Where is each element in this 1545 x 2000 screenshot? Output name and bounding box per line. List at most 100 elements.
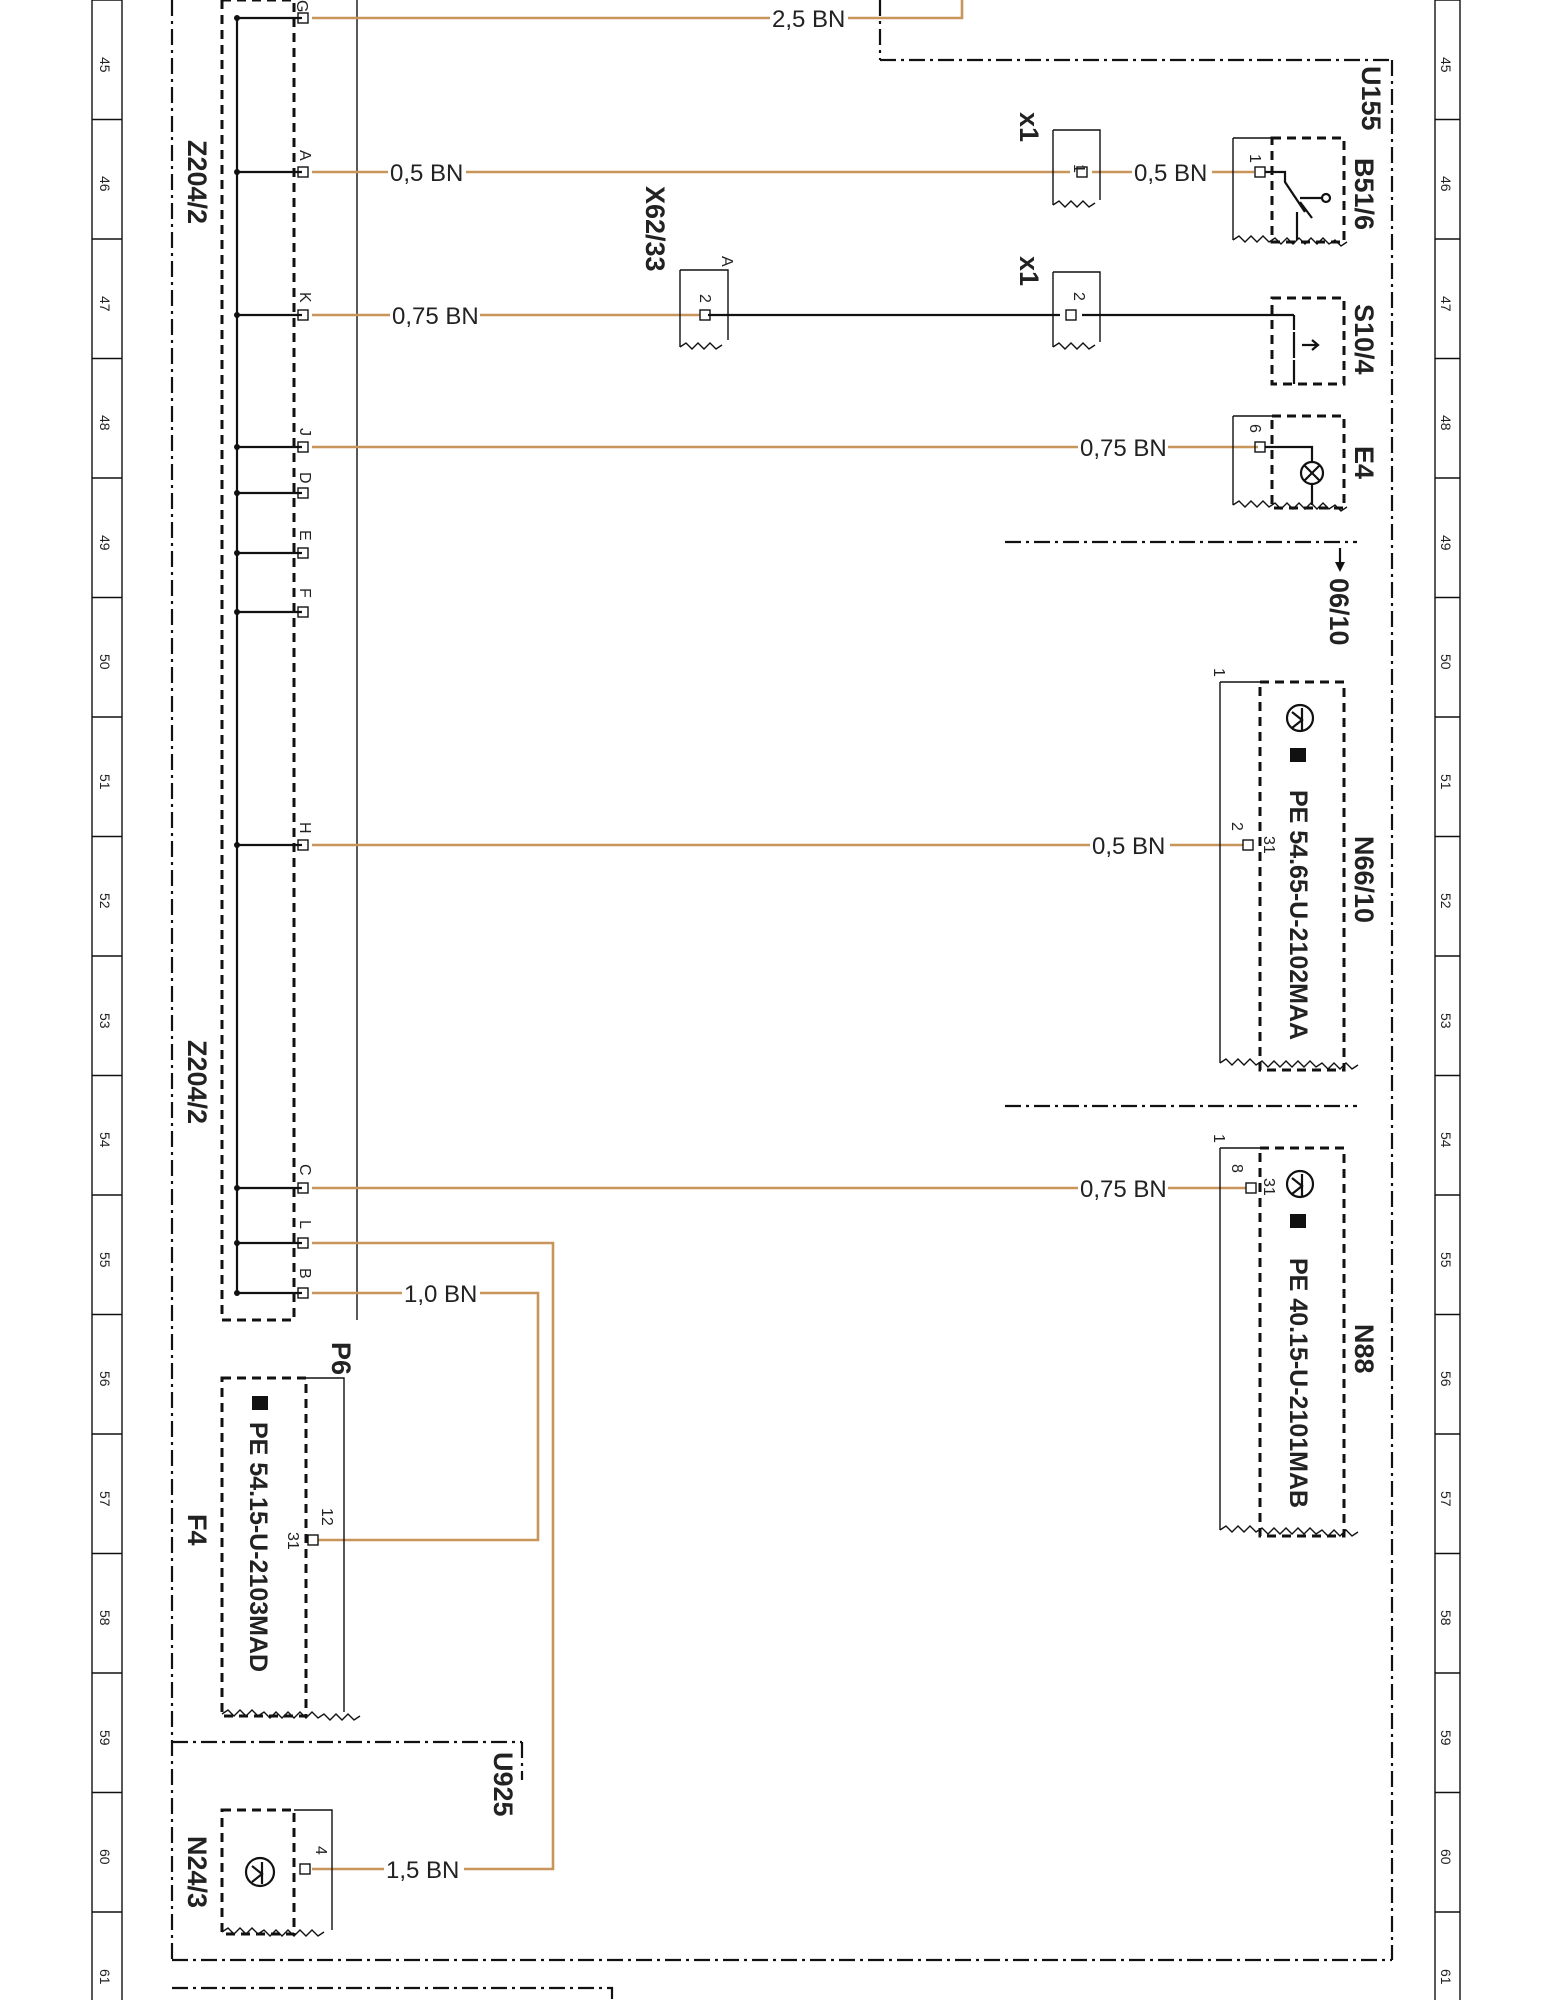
- b51-6-label: B51/6: [1349, 158, 1379, 230]
- x1-upper-label: x1: [1014, 112, 1044, 142]
- x1-lower-label: x1: [1014, 256, 1044, 286]
- n66-10-pe-reference: PE 54.65-U-2102MAA: [1284, 790, 1312, 1040]
- pin-label: 1: [1070, 164, 1087, 173]
- grid-number: 45: [1438, 57, 1454, 73]
- n88-label: N88: [1349, 1324, 1379, 1374]
- grid-number: 53: [1438, 1013, 1454, 1029]
- pin-label: 1: [1210, 668, 1227, 677]
- grid-number: 50: [97, 654, 113, 670]
- connector-socket: [297, 606, 309, 618]
- grid-number: 60: [97, 1849, 113, 1865]
- pin-label: E: [296, 530, 313, 541]
- wire-harness: [312, 0, 1294, 1871]
- grid-number: 61: [97, 1969, 113, 1985]
- wire-label: 1,5 BN: [386, 1857, 459, 1884]
- connector-socket: [297, 309, 309, 321]
- grid-number: 59: [1438, 1730, 1454, 1746]
- grid-number: 56: [1438, 1371, 1454, 1387]
- z204-2-label-top: Z204/2: [182, 140, 212, 224]
- x1-upper-connector: [1052, 129, 1101, 208]
- grid-number: 51: [1438, 774, 1454, 790]
- grid-number: 46: [97, 176, 113, 192]
- wire-label: 0,5 BN: [1092, 833, 1165, 860]
- connector-socket: [297, 12, 309, 24]
- grid-number: 49: [1438, 535, 1454, 551]
- x62-33-label: X62/33: [640, 186, 670, 272]
- wire-label: 0,75 BN: [1080, 1176, 1167, 1203]
- grid-number: 47: [1438, 296, 1454, 312]
- n88-module: [1219, 1146, 1359, 1538]
- connector-socket: [297, 441, 309, 453]
- connector-socket: [297, 1287, 309, 1299]
- junction-dot: [234, 609, 240, 615]
- junction-dot: [234, 444, 240, 450]
- wire-label: 1,0 BN: [404, 1281, 477, 1308]
- n24-3-label: N24/3: [182, 1836, 212, 1908]
- e4-lamp: [1232, 414, 1348, 512]
- grid-number: 46: [1438, 176, 1454, 192]
- wire-label: 2,5 BN: [772, 6, 845, 33]
- grid-number: 57: [1438, 1491, 1454, 1507]
- pin-label: 6: [1246, 424, 1263, 433]
- junction-dot: [234, 490, 240, 496]
- pin-label: F: [296, 588, 313, 598]
- page-reference-arrow: [1335, 548, 1345, 572]
- junction-dot: [234, 1240, 240, 1246]
- grid-number: 56: [97, 1371, 113, 1387]
- pin-label: 12: [318, 1508, 335, 1526]
- grid-number: 52: [97, 893, 113, 909]
- e4-label: E4: [1349, 446, 1379, 479]
- grid-number: 60: [1438, 1849, 1454, 1865]
- f4-label: F4: [182, 1514, 212, 1546]
- grid-number: 55: [1438, 1252, 1454, 1268]
- pin-label: A: [296, 150, 313, 161]
- n66-10-label: N66/10: [1349, 836, 1379, 923]
- pin-label: 31: [1260, 836, 1277, 854]
- pin-label: L: [296, 1220, 313, 1229]
- pin-label: 8: [1228, 1164, 1245, 1173]
- grid-number: 52: [1438, 893, 1454, 909]
- s10-4-label: S10/4: [1349, 304, 1379, 375]
- connector-socket: [297, 1237, 309, 1249]
- pin-label: B: [296, 1268, 313, 1279]
- page-reference-label: 06/10: [1324, 578, 1354, 646]
- p6-label: P6: [326, 1342, 356, 1375]
- outer-boundary: [170, 0, 1394, 2000]
- pin-label: 31: [1260, 1178, 1277, 1196]
- grid-number: 51: [97, 774, 113, 790]
- b51-6-sensor: [1232, 136, 1348, 247]
- junction-dot: [234, 1290, 240, 1296]
- pin-label: 2: [696, 294, 713, 303]
- wire-label: 0,75 BN: [392, 303, 479, 330]
- pin-label: G: [293, 0, 310, 12]
- grid-number: 59: [97, 1730, 113, 1746]
- left-grid-ruler: [91, 0, 123, 2000]
- f4-instrument-cluster: [220, 1376, 361, 1721]
- wire-label: 0,5 BN: [390, 160, 463, 187]
- right-grid-ruler: [1434, 0, 1461, 2000]
- grid-number: 45: [97, 57, 113, 73]
- u155-label: U155: [1356, 66, 1386, 131]
- z204-2-label-bottom: Z204/2: [182, 1040, 212, 1124]
- pin-label: 31: [284, 1532, 301, 1550]
- pin-label: 1: [1210, 1134, 1227, 1143]
- junction-dot: [234, 15, 240, 21]
- grid-number: 47: [97, 296, 113, 312]
- f4-pe-reference: PE 54.15-U-2103MAD: [244, 1422, 272, 1672]
- u925-label: U925: [488, 1752, 518, 1817]
- junction-dot: [234, 1185, 240, 1191]
- grid-number: 50: [1438, 654, 1454, 670]
- grid-number: 58: [1438, 1610, 1454, 1626]
- junction-dot: [234, 169, 240, 175]
- pin-label: 4: [312, 1846, 329, 1855]
- z204-2-connector: [220, 0, 358, 1322]
- grid-number: 53: [97, 1013, 113, 1029]
- connector-socket: [297, 1182, 309, 1194]
- connector-socket: [297, 487, 309, 499]
- grid-number: 54: [1438, 1132, 1454, 1148]
- wire-label: 0,5 BN: [1134, 160, 1207, 187]
- pin-label: 1: [1246, 154, 1263, 163]
- junction-dot: [234, 550, 240, 556]
- n66-10-module: [1219, 680, 1359, 1072]
